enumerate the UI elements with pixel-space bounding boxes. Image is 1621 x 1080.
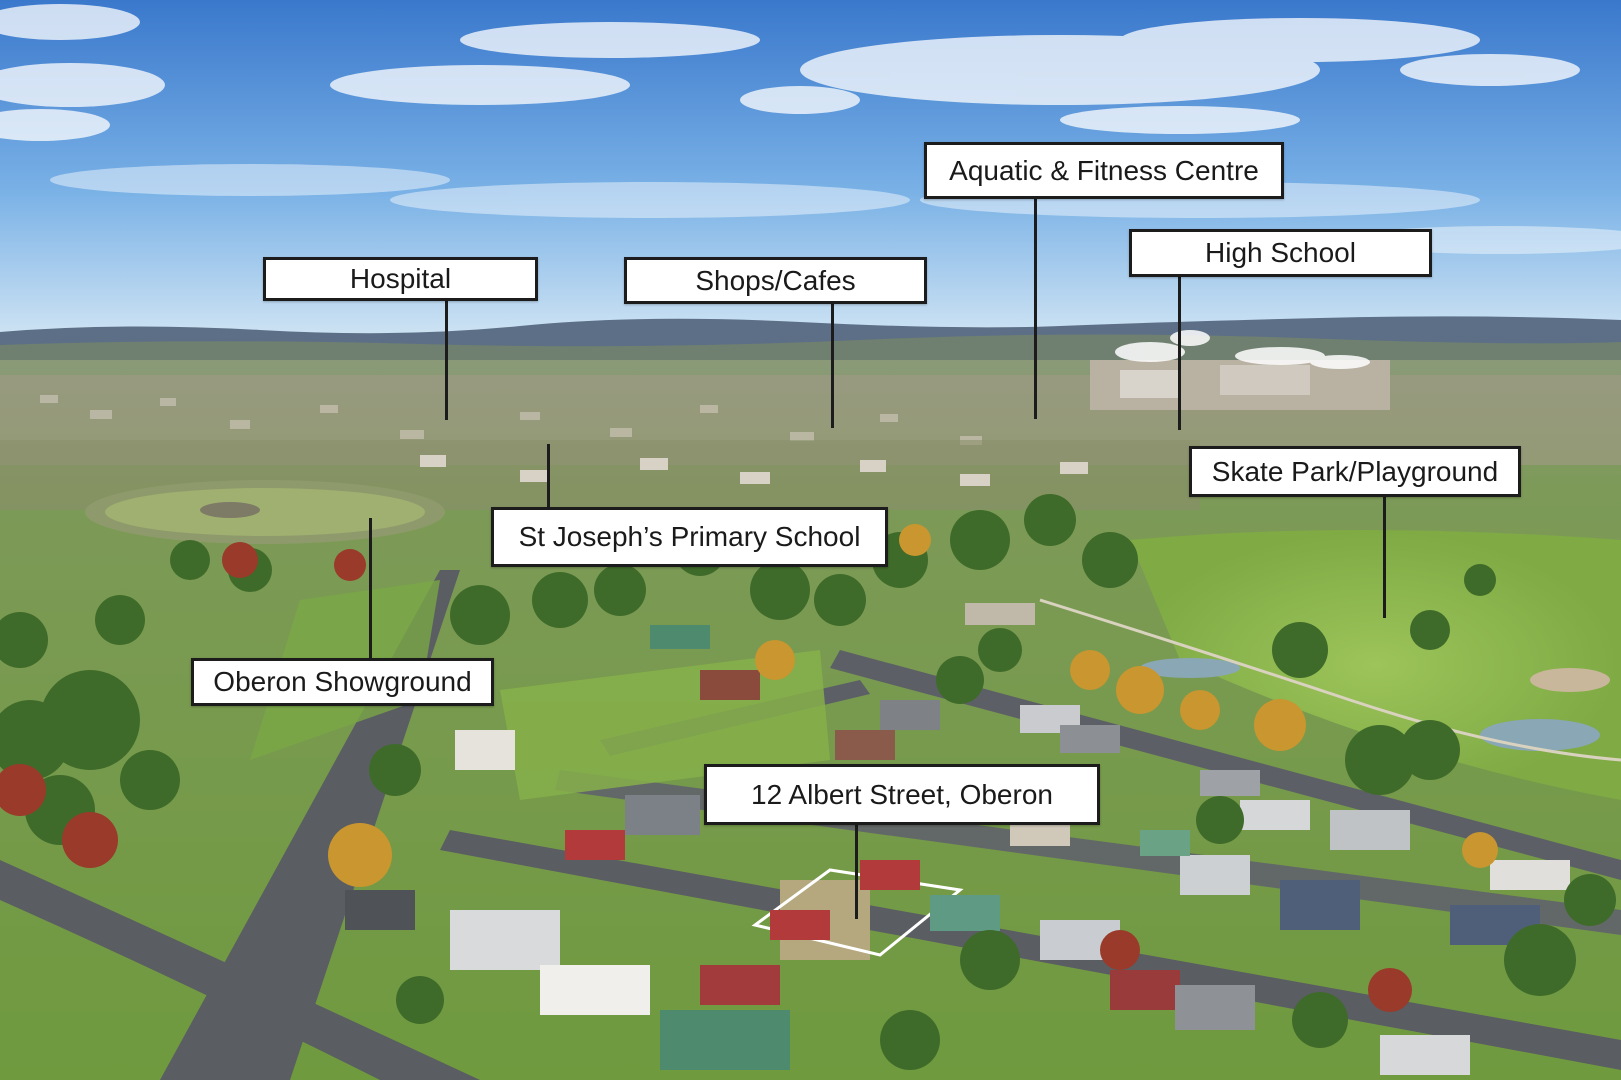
hospital-label: Hospital (263, 257, 538, 301)
high-school-leader-line (1178, 274, 1181, 430)
shops-cafes-leader-line (831, 300, 834, 428)
property-label: 12 Albert Street, Oberon (704, 764, 1100, 825)
showground-label: Oberon Showground (191, 658, 494, 706)
property-leader-line (855, 823, 858, 919)
aquatic-fitness-leader-line (1034, 197, 1037, 419)
high-school-label: High School (1129, 229, 1432, 277)
shops-cafes-label: Shops/Cafes (624, 257, 927, 304)
st-josephs-label: St Joseph’s Primary School (491, 507, 888, 567)
skate-park-label: Skate Park/Playground (1189, 446, 1521, 497)
st-josephs-leader-line (547, 444, 550, 508)
aquatic-fitness-label: Aquatic & Fitness Centre (924, 142, 1284, 199)
skate-park-leader-line (1383, 493, 1386, 618)
hospital-leader-line (445, 298, 448, 420)
showground-leader-line (369, 518, 372, 660)
